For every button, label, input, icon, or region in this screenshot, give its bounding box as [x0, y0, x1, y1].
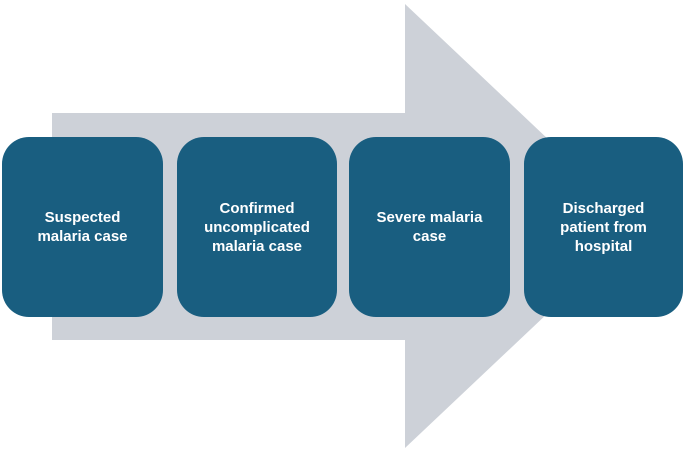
step-label: Suspected malaria case — [37, 209, 128, 245]
step-box-severe-malaria-case: Severe malaria case — [349, 137, 510, 317]
step-label: Confirmed uncomplicated malaria case — [204, 199, 310, 255]
step-box-suspected-malaria-case: Suspected malaria case — [2, 137, 163, 317]
step-box-confirmed-uncomplicated-malaria-case: Confirmed uncomplicated malaria case — [177, 137, 337, 317]
step-box-discharged-patient: Discharged patient from hospital — [524, 137, 683, 317]
right-arrow-shape — [52, 4, 640, 448]
step-label: Severe malaria case — [376, 209, 483, 245]
step-label: Discharged patient from hospital — [560, 199, 647, 255]
